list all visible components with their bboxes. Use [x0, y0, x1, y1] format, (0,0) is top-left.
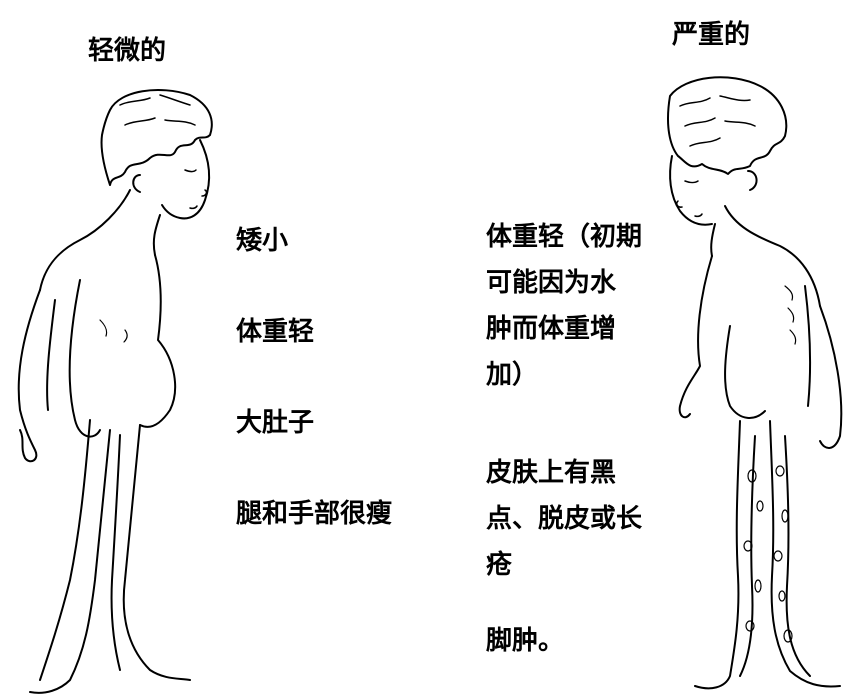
- severe-child-illustration: [667, 76, 843, 690]
- mild-sign-item: 腿和手部很瘦: [236, 499, 393, 529]
- severe-sign-weight: 体重轻（初期 可能因为水 肿而体重增 加）: [486, 214, 680, 398]
- mild-sign-item: 矮小: [236, 226, 289, 256]
- mild-sign-item: 体重轻: [236, 317, 315, 347]
- severe-sign-skin: 皮肤上有黑 点、脱皮或长 疮: [486, 450, 680, 588]
- severe-sign-line: 肿而体重增: [486, 314, 617, 344]
- severe-sign-line: 疮: [486, 550, 513, 580]
- severe-sign-line: 皮肤上有黑: [486, 458, 617, 488]
- severe-sign-line: 加）: [486, 360, 539, 390]
- heading-severe: 严重的: [672, 20, 751, 50]
- heading-mild: 轻微的: [88, 36, 167, 66]
- mild-sign-item: 大肚子: [236, 408, 315, 438]
- severe-sign-line: 脚肿。: [486, 626, 565, 656]
- mild-signs-list: 矮小 体重轻 大肚子 腿和手部很瘦: [236, 218, 392, 582]
- severe-sign-feet: 脚肿。: [486, 618, 680, 664]
- mild-child-illustration: [17, 89, 213, 694]
- severe-sign-line: 体重轻（初期: [486, 222, 643, 252]
- severe-sign-line: 可能因为水: [486, 268, 617, 298]
- severe-sign-line: 点、脱皮或长: [486, 504, 643, 534]
